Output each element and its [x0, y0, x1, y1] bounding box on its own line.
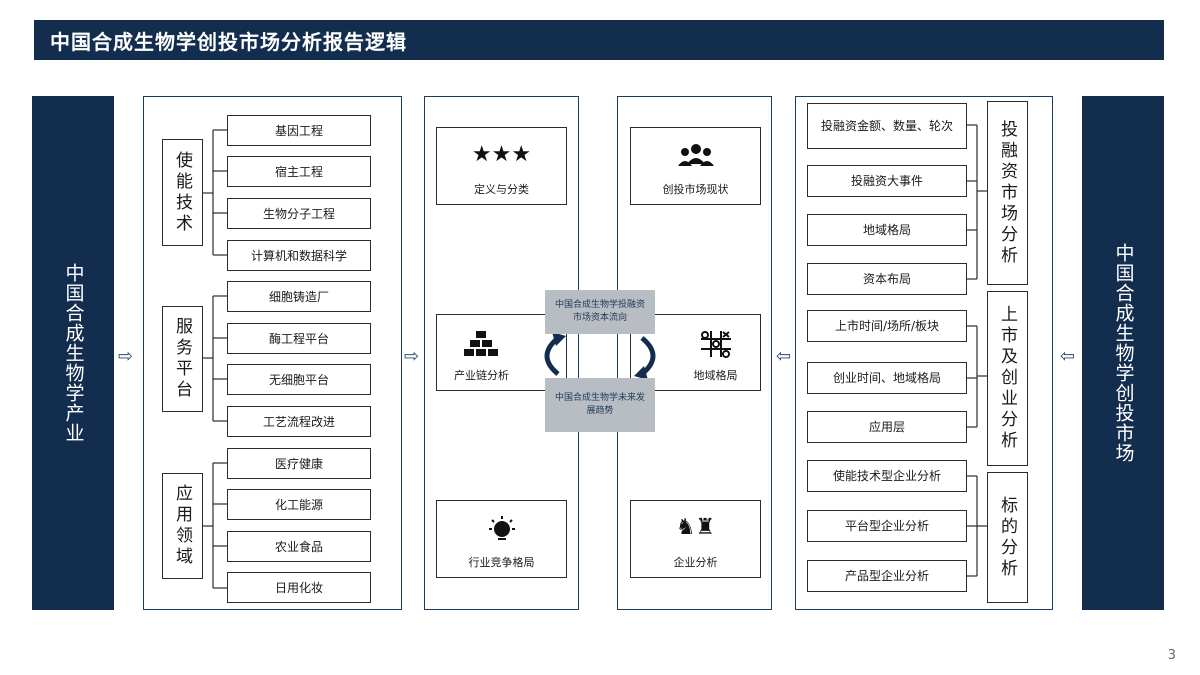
flow-box-capital-flow: 中国合成生物学投融资市场资本流向 [545, 290, 655, 334]
item-startup-time-region: 创业时间、地域格局 [807, 362, 967, 394]
building-blocks-icon [437, 329, 526, 366]
category-label: 使能技术 [172, 150, 192, 235]
item-daily-cosmetics: 日用化妆 [227, 572, 371, 603]
item-process-improvement: 工艺流程改进 [227, 406, 371, 437]
group-target-analysis: 标的分析 [987, 472, 1028, 603]
right-banner: 中国合成生物学创投市场 [1082, 96, 1164, 610]
left-banner-text: 中国合成生物学产业 [62, 263, 85, 443]
item-product-companies: 产品型企业分析 [807, 560, 967, 592]
tic-tac-toe-icon [671, 329, 760, 366]
item-biomolecular-engineering: 生物分子工程 [227, 198, 371, 229]
right-banner-text: 中国合成生物学创投市场 [1112, 243, 1135, 463]
item-computing-data-science: 计算机和数据科学 [227, 240, 371, 271]
people-group-icon [631, 142, 760, 175]
item-enabling-tech-companies: 使能技术型企业分析 [807, 460, 967, 492]
category-application: 应用领域 [162, 473, 203, 579]
title-bar: 中国合成生物学创投市场分析报告逻辑 [34, 20, 1164, 60]
box-label: 地域格局 [693, 369, 738, 382]
item-capital-layout: 资本布局 [807, 263, 967, 295]
category-label: 应用领域 [172, 484, 192, 568]
group-title: 标的分析 [997, 495, 1017, 580]
item-cell-free-platform: 无细胞平台 [227, 364, 371, 395]
box-label: 创投市场现状 [662, 183, 729, 196]
box-competition: 行业竞争格局 [436, 500, 567, 578]
group-financing-analysis: 投融资市场分析 [987, 101, 1028, 285]
cycle-arrows [544, 332, 656, 380]
item-regional-pattern: 地域格局 [807, 214, 967, 246]
group-listing-startup-analysis: 上市及创业分析 [987, 291, 1028, 466]
category-enabling-tech: 使能技术 [162, 139, 203, 246]
left-banner: 中国合成生物学产业 [32, 96, 114, 610]
item-agri-food: 农业食品 [227, 531, 371, 562]
box-label: 定义与分类 [474, 183, 529, 196]
connector-lines [203, 129, 227, 589]
page-title: 中国合成生物学创投市场分析报告逻辑 [50, 30, 407, 54]
flow-box-future-trend: 中国合成生物学未来发展趋势 [545, 378, 655, 432]
page-number: 3 [1167, 648, 1176, 663]
arrow-left-2: ⇦ [1060, 346, 1076, 367]
group-title: 上市及创业分析 [997, 305, 1017, 452]
arrow-right-1: ⇨ [118, 346, 134, 367]
category-label: 服务平台 [172, 317, 192, 401]
arrow-left-1: ⇦ [776, 346, 792, 367]
item-listing-time: 上市时间/场所/板块 [807, 310, 967, 342]
connector-lines-right [967, 124, 987, 577]
lightbulb-icon [437, 515, 566, 550]
item-chemical-energy: 化工能源 [227, 489, 371, 520]
arrow-right-2: ⇨ [404, 346, 420, 367]
category-service-platform: 服务平台 [162, 306, 203, 412]
item-host-engineering: 宿主工程 [227, 156, 371, 187]
box-definition-classification: ★★★ 定义与分类 [436, 127, 567, 205]
item-financing-events: 投融资大事件 [807, 165, 967, 197]
item-healthcare: 医疗健康 [227, 448, 371, 479]
item-application-layer: 应用层 [807, 411, 967, 443]
box-label: 产业链分析 [454, 369, 509, 382]
item-enzyme-platform: 酶工程平台 [227, 323, 371, 354]
box-label: 企业分析 [673, 556, 718, 569]
item-genetic-engineering: 基因工程 [227, 115, 371, 146]
box-vc-status: 创投市场现状 [630, 127, 761, 205]
chess-pieces-icon: ♞♜ [675, 515, 716, 540]
box-enterprise-analysis: ♞♜ 企业分析 [630, 500, 761, 578]
item-cell-foundry: 细胞铸造厂 [227, 281, 371, 312]
group-title: 投融资市场分析 [997, 119, 1017, 267]
box-label: 行业竞争格局 [468, 556, 535, 569]
item-platform-companies: 平台型企业分析 [807, 510, 967, 542]
item-financing-amount: 投融资金额、数量、轮次 [807, 103, 967, 149]
three-stars-icon: ★★★ [471, 142, 532, 167]
